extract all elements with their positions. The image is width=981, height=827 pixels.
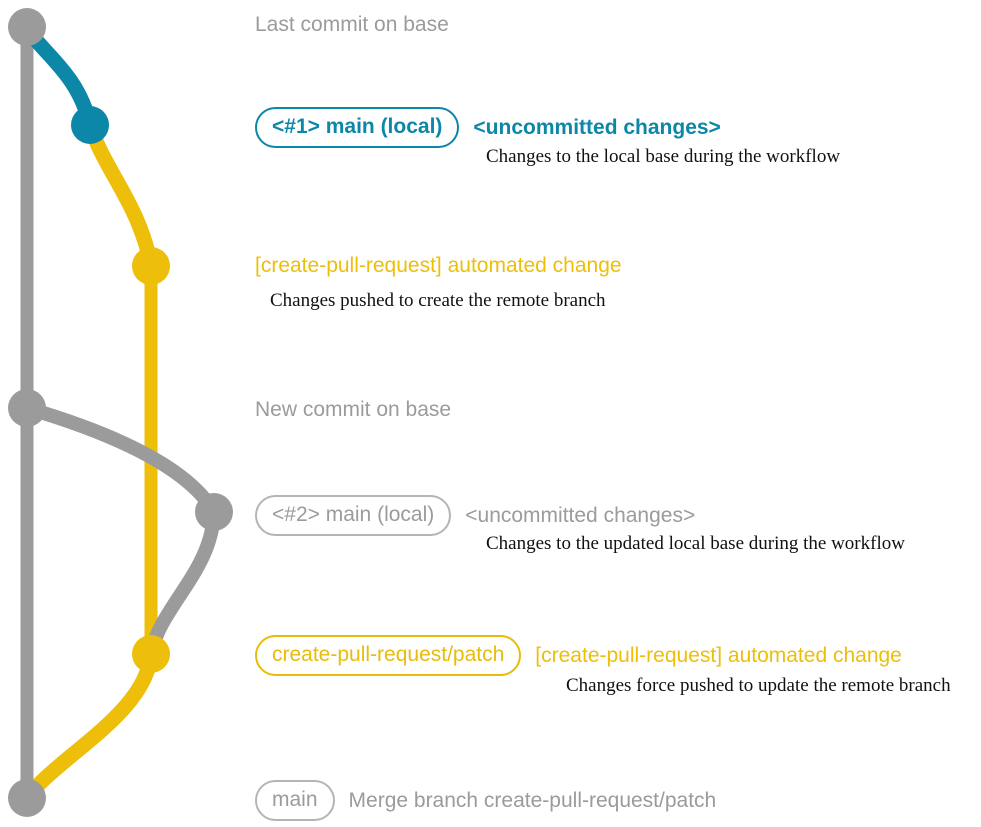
- ref-badge-main-local-2[interactable]: <#2> main (local): [255, 495, 452, 536]
- commit-row-local-2: <#2> main (local) <uncommitted changes>: [255, 495, 695, 536]
- commit-body: Changes pushed to create the remote bran…: [270, 290, 606, 311]
- ref-badge-create-pull-request-patch[interactable]: create-pull-request/patch: [255, 635, 522, 676]
- commit-node-last-base[interactable]: [8, 8, 46, 46]
- commit-node-local-2[interactable]: [195, 493, 233, 531]
- edge-automated2-to-merge: [19, 646, 159, 806]
- commit-row-merge: main Merge branch create-pull-request/pa…: [255, 780, 716, 821]
- commit-row-last-commit-on-base: Last commit on base: [255, 14, 449, 35]
- ref-badge-main-local-1[interactable]: <#1> main (local): [255, 107, 460, 148]
- commit-subject: Merge branch create-pull-request/patch: [348, 789, 717, 812]
- commit-node-local-1[interactable]: [71, 106, 109, 144]
- commit-subject: New commit on base: [255, 398, 452, 421]
- commit-subject: [create-pull-request] automated change: [255, 254, 622, 277]
- commit-subject: [create-pull-request] automated change: [535, 644, 902, 667]
- edge-newbase-to-local2: [20, 401, 221, 519]
- commit-subject: <uncommitted changes>: [465, 504, 696, 527]
- commit-row-new-commit-on-base: New commit on base: [255, 399, 451, 420]
- commit-row-automated-2: create-pull-request/patch [create-pull-r…: [255, 635, 902, 676]
- ref-badge-main[interactable]: main: [255, 780, 335, 821]
- commit-node-automated-2[interactable]: [132, 635, 170, 673]
- commit-subject: Last commit on base: [255, 13, 449, 36]
- commit-node-automated-1[interactable]: [132, 247, 170, 285]
- commit-subject: <uncommitted changes>: [473, 116, 721, 139]
- commit-body: Changes force pushed to update the remot…: [566, 675, 951, 696]
- commit-row-automated-1: [create-pull-request] automated change: [255, 255, 622, 276]
- commit-node-merge[interactable]: [8, 779, 46, 817]
- commit-node-new-base[interactable]: [8, 389, 46, 427]
- commit-body: Changes to the updated local base during…: [486, 533, 905, 554]
- commit-body: Changes to the local base during the wor…: [486, 146, 841, 167]
- commit-row-local-1: <#1> main (local) <uncommitted changes>: [255, 107, 721, 148]
